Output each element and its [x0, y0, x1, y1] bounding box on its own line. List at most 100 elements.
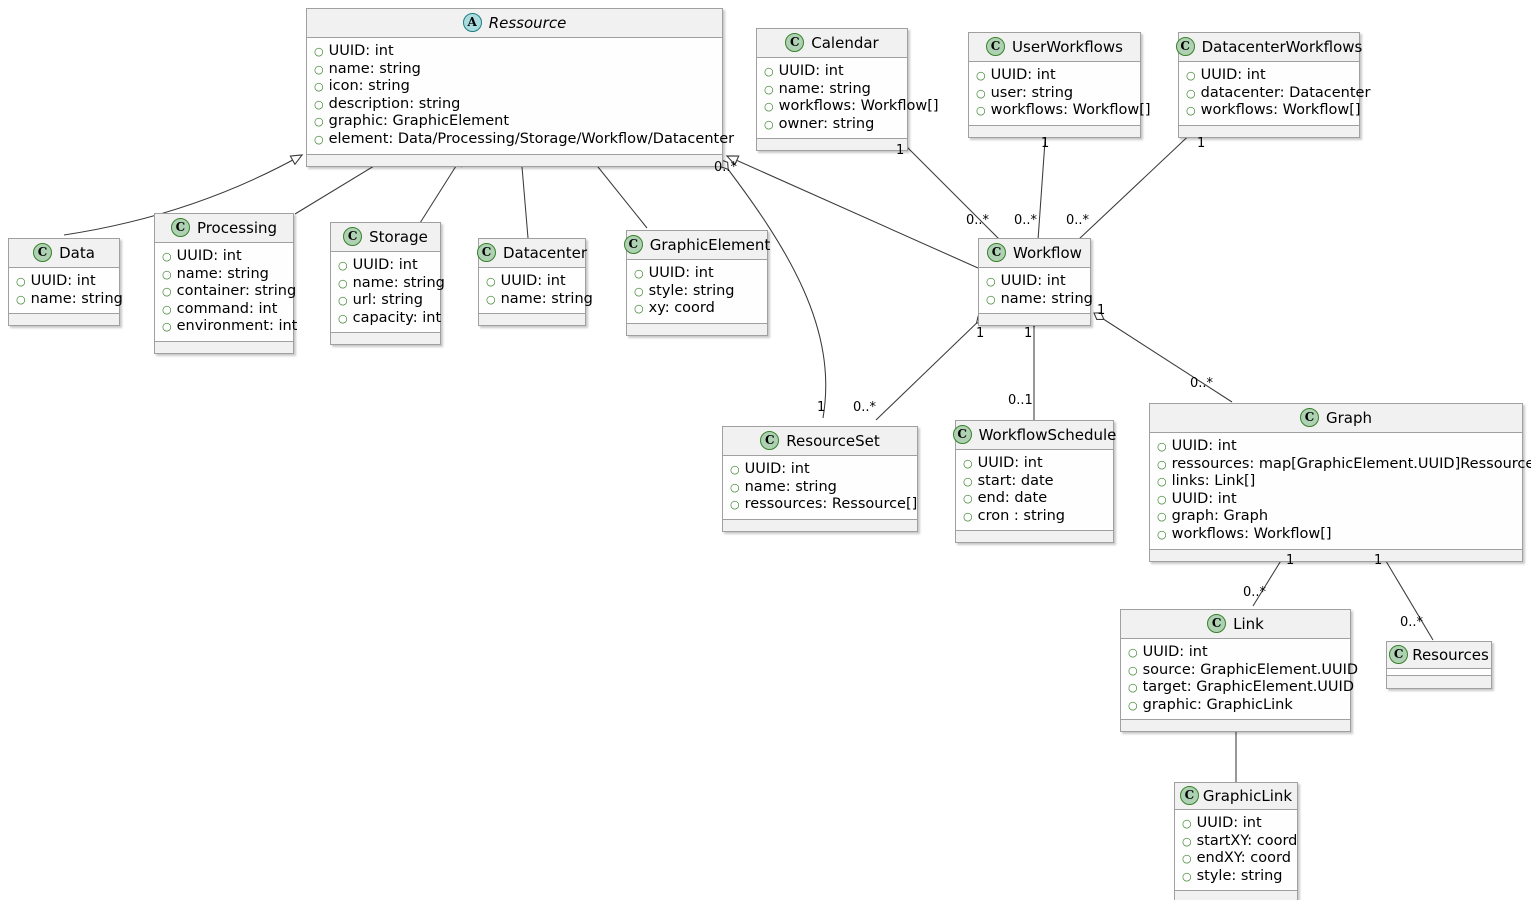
- visibility-public-icon: ○: [338, 276, 348, 290]
- class-datacenter[interactable]: C Datacenter ○UUID: int ○name: string: [476, 238, 593, 327]
- class-icon: C: [1389, 645, 1409, 664]
- attribute-row: ○ressources: map[GraphicElement.UUID]Res…: [1157, 456, 1531, 474]
- visibility-public-icon: ○: [338, 259, 348, 272]
- visibility-public-icon: ○: [963, 509, 973, 523]
- attribute-row: ○UUID: int: [986, 273, 1084, 291]
- attribute-text: UUID: int: [328, 43, 394, 59]
- visibility-public-icon: ○: [963, 492, 973, 506]
- multiplicity-datacenterworkflows-workflow-source: 1: [1197, 136, 1206, 151]
- attribute-row: ○element: Data/Processing/Storage/Workfl…: [314, 131, 734, 149]
- multiplicity-calendar-workflow-source: 1: [896, 143, 905, 158]
- class-header-graph: C Graph: [1150, 404, 1522, 433]
- class-graph[interactable]: C Graph ○UUID: int ○ressources: map[Grap…: [1149, 403, 1531, 562]
- visibility-public-icon: ○: [314, 62, 324, 76]
- attribute-text: name: string: [500, 290, 593, 307]
- class-graphiclink[interactable]: C GraphicLink ○UUID: int ○startXY: coord…: [1174, 782, 1298, 900]
- visibility-public-icon: ○: [338, 294, 348, 308]
- attribute-text: UUID: int: [1171, 490, 1237, 507]
- class-icon: C: [760, 431, 780, 450]
- edge-datacenter-ressource: [521, 155, 529, 239]
- visibility-public-icon: ○: [1186, 104, 1196, 118]
- attribute-text: element: Data/Processing/Storage/Workflo…: [328, 130, 735, 147]
- class-title: Ressource: [488, 13, 567, 32]
- attribute-text: container: string: [176, 283, 297, 300]
- class-datacenterworkflows[interactable]: C DatacenterWorkflows ○UUID: int ○datace…: [1175, 32, 1370, 138]
- visibility-public-icon: ○: [963, 474, 973, 488]
- attribute-list: ○UUID: int ○name: string ○icon: string ○…: [307, 38, 734, 155]
- attribute-list: ○UUID: int ○source: GraphicElement.UUID …: [1121, 639, 1358, 721]
- visibility-public-icon: ○: [1128, 663, 1138, 677]
- class-icon: C: [476, 243, 496, 262]
- attribute-text: UUID: int: [1000, 273, 1066, 289]
- attribute-list: ○UUID: int ○name: string ○container: str…: [155, 243, 297, 342]
- attribute-text: UUID: int: [176, 248, 242, 264]
- visibility-public-icon: ○: [314, 80, 324, 94]
- class-title: Datacenter: [502, 243, 588, 262]
- class-ressource[interactable]: A Ressource ○UUID: int ○name: string ○ic…: [306, 8, 734, 167]
- attribute-text: cron : string: [977, 507, 1066, 524]
- multiplicity-graph-link-end: 0..*: [1243, 585, 1267, 600]
- attribute-row: ○UUID: int: [1157, 438, 1516, 456]
- method-compartment: [1179, 125, 1359, 137]
- multiplicity-workflow-graph-source: 1: [1097, 303, 1106, 318]
- attribute-row: ○end: date: [963, 490, 1107, 508]
- visibility-public-icon: ○: [730, 463, 740, 476]
- method-compartment: [331, 333, 440, 345]
- attribute-row: ○icon: string: [314, 78, 716, 96]
- attribute-row: ○user: string: [976, 85, 1134, 103]
- attribute-row: ○name: string: [486, 291, 593, 309]
- class-workflow[interactable]: C Workflow ○UUID: int ○name: string: [978, 238, 1093, 327]
- class-graphicelement[interactable]: C GraphicElement ○UUID: int ○style: stri…: [623, 230, 770, 336]
- class-header-data: C Data: [9, 239, 119, 268]
- visibility-public-icon: ○: [764, 82, 774, 96]
- attribute-row: ○UUID: int: [764, 63, 901, 81]
- visibility-public-icon: ○: [162, 302, 172, 316]
- class-processing[interactable]: C Processing ○UUID: int ○name: string ○c…: [154, 213, 297, 354]
- attribute-text: graphic: GraphicElement: [328, 113, 510, 130]
- class-userworkflows[interactable]: C UserWorkflows ○UUID: int ○user: string…: [968, 32, 1151, 138]
- visibility-public-icon: ○: [764, 117, 774, 131]
- class-storage[interactable]: C Storage ○UUID: int ○name: string ○url:…: [330, 222, 445, 346]
- class-resources[interactable]: C Resources: [1386, 641, 1492, 689]
- visibility-public-icon: ○: [1157, 475, 1167, 489]
- attribute-text: capacity: int: [352, 309, 442, 326]
- class-link[interactable]: C Link ○UUID: int ○source: GraphicElemen…: [1120, 609, 1358, 733]
- attribute-list: ○UUID: int ○name: string: [9, 268, 123, 315]
- method-compartment: [1121, 720, 1350, 732]
- attribute-text: command: int: [176, 300, 278, 317]
- visibility-public-icon: ○: [162, 267, 172, 281]
- method-compartment: [155, 341, 293, 353]
- visibility-public-icon: ○: [1186, 86, 1196, 100]
- multiplicity-datacenterworkflows-workflow-end: 0..*: [1066, 213, 1090, 228]
- attribute-row: ○UUID: int: [486, 273, 579, 291]
- class-workflowschedule[interactable]: C WorkflowSchedule ○UUID: int ○start: da…: [952, 420, 1116, 544]
- edge-datacenterworkflows-workflow: [1077, 126, 1199, 241]
- attribute-row: ○name: string: [730, 479, 911, 497]
- attribute-row: ○UUID: int: [16, 273, 113, 291]
- class-data[interactable]: C Data ○UUID: int ○name: string: [8, 238, 123, 327]
- attribute-list: ○UUID: int ○user: string ○workflows: Wor…: [969, 62, 1151, 126]
- attribute-text: target: GraphicElement.UUID: [1142, 679, 1354, 696]
- attribute-row: ○ command: int: [162, 301, 287, 319]
- visibility-public-icon: ○: [1128, 698, 1138, 712]
- class-header-storage: C Storage: [331, 223, 440, 252]
- attribute-row: ○endXY: coord: [1182, 850, 1291, 868]
- class-resourceset[interactable]: C ResourceSet ○UUID: int ○name: string ○…: [722, 426, 918, 532]
- attribute-text: UUID: int: [30, 273, 96, 289]
- visibility-public-icon: ○: [634, 302, 644, 316]
- class-icon: C: [170, 218, 190, 237]
- multiplicity-graph-resources-source: 1: [1374, 553, 1383, 568]
- attribute-row: ○startXY: coord: [1182, 833, 1297, 851]
- class-calendar[interactable]: C Calendar ○UUID: int ○name: string ○wor…: [756, 28, 939, 152]
- attribute-row: ○links: Link[]: [1157, 473, 1516, 491]
- attribute-row: ○UUID: int: [338, 257, 434, 275]
- method-compartment: [956, 531, 1113, 543]
- multiplicity-ressource-resourceset-source: 0..*: [714, 160, 738, 175]
- visibility-public-icon: ○: [162, 320, 172, 334]
- visibility-public-icon: ○: [1157, 527, 1167, 541]
- multiplicity-calendar-workflow-end: 0..*: [966, 213, 990, 228]
- attribute-list: ○UUID: int ○name: string: [479, 268, 593, 315]
- visibility-public-icon: ○: [634, 284, 644, 298]
- visibility-public-icon: ○: [314, 45, 324, 58]
